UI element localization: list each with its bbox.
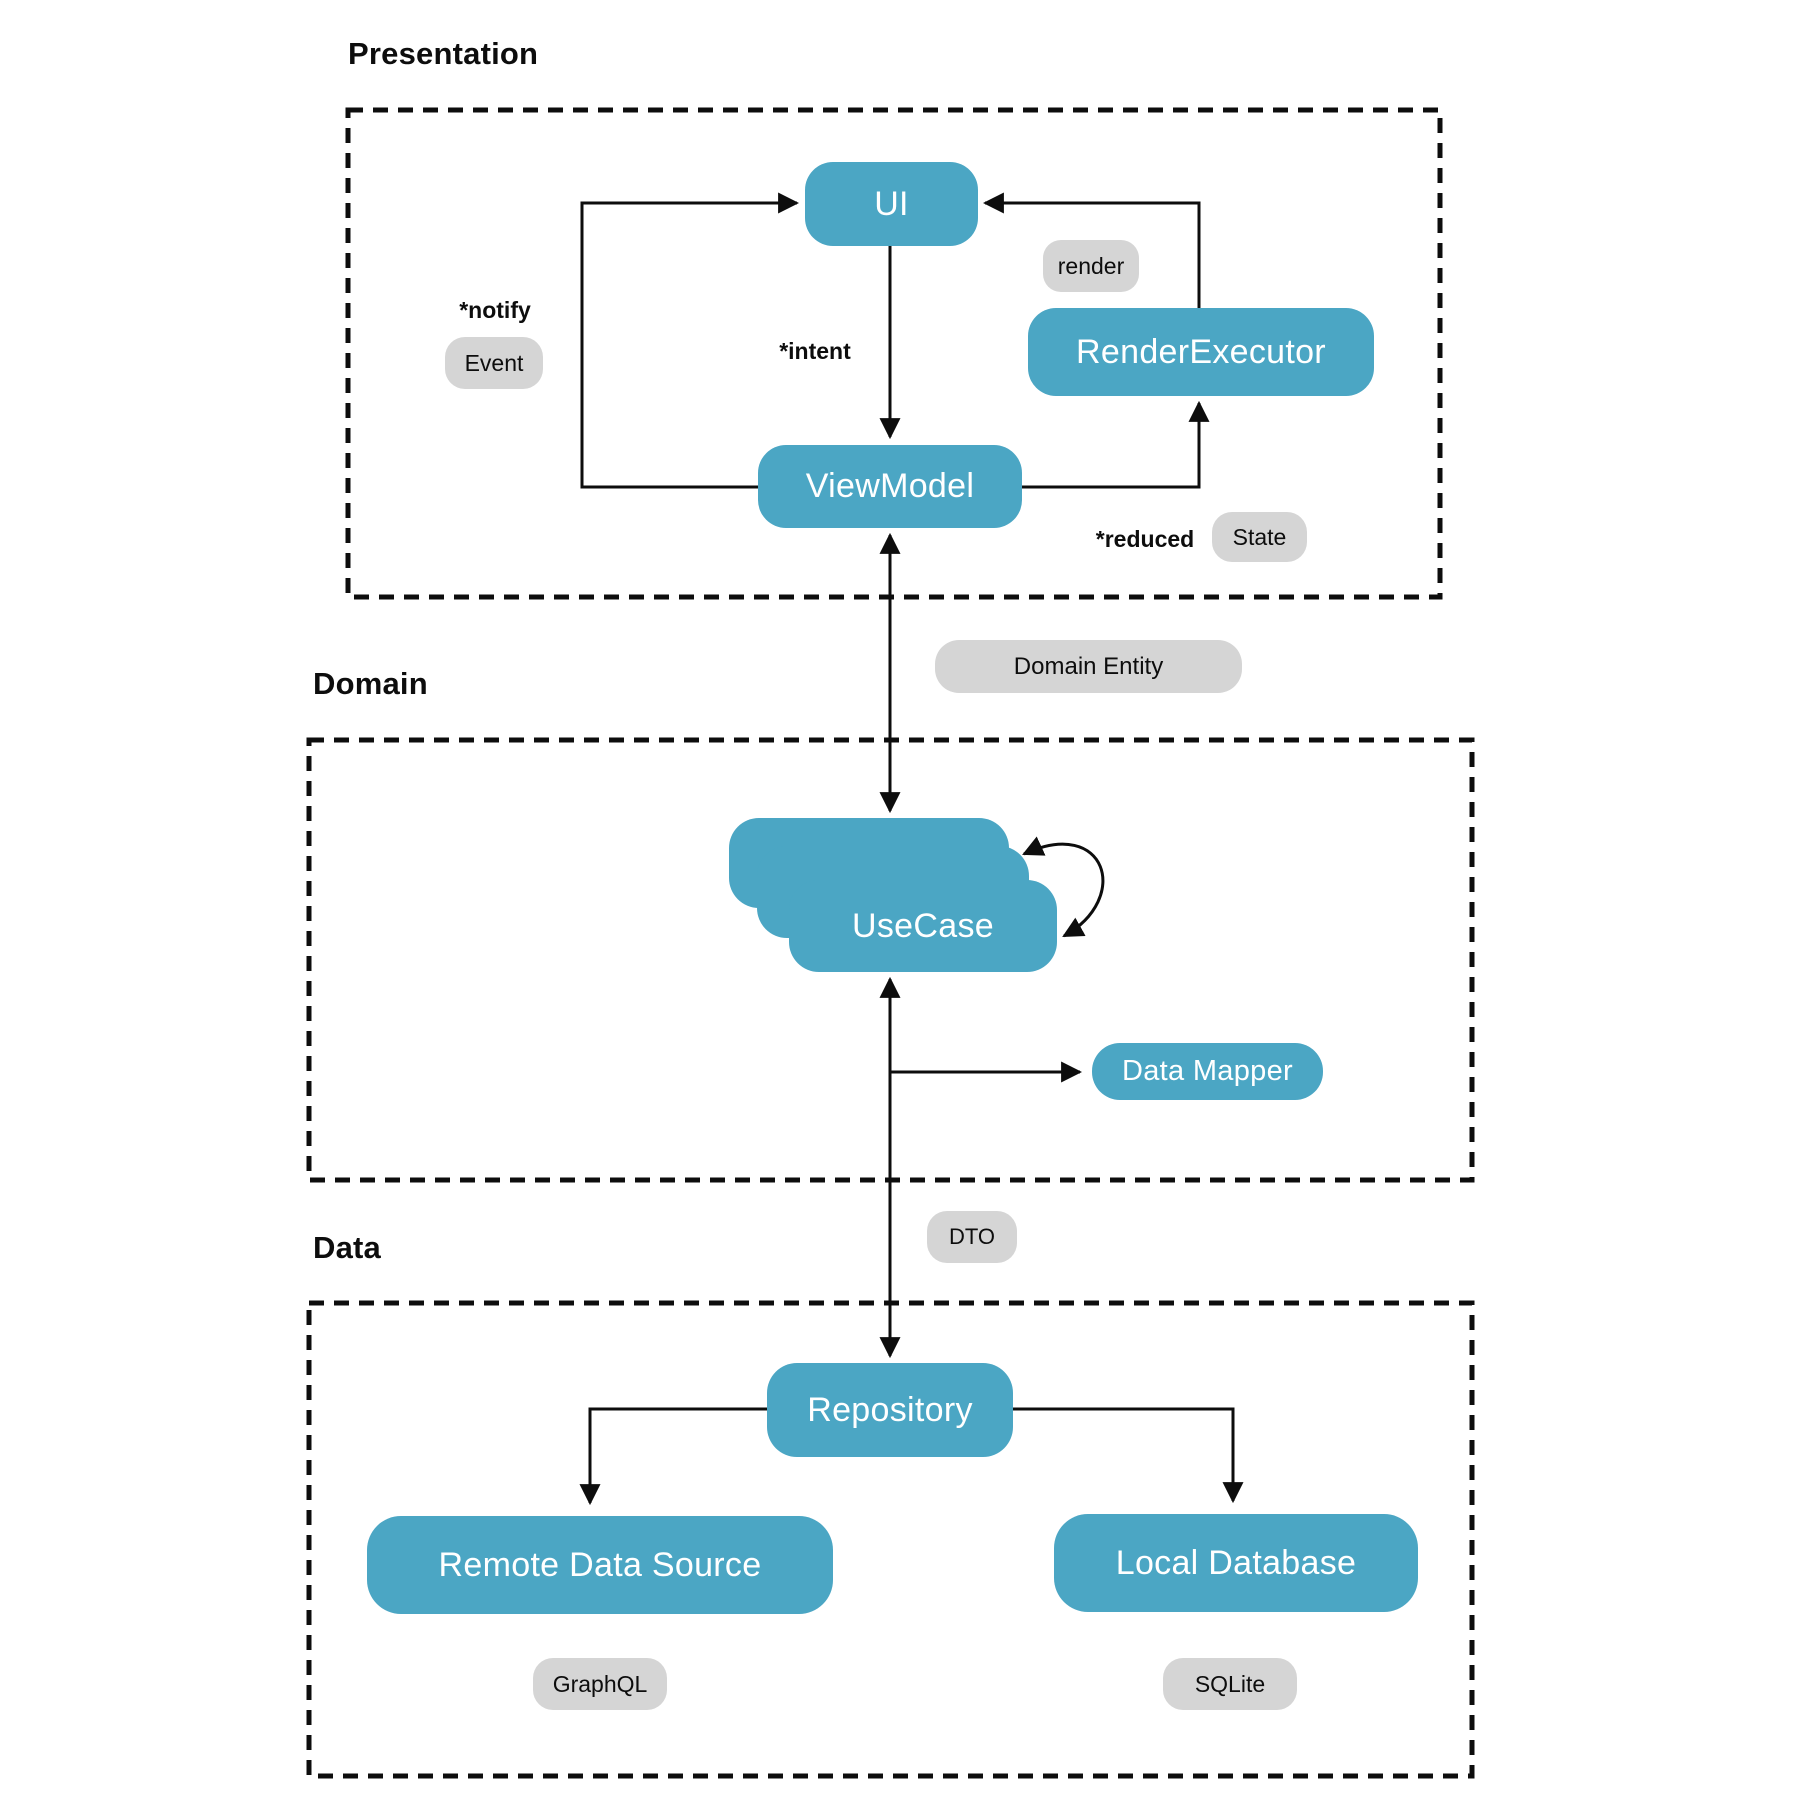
node-data-mapper: Data Mapper bbox=[1092, 1043, 1323, 1100]
edge-repository-to-remote-data-source bbox=[579, 1407, 767, 1506]
node-local-database: Local Database bbox=[1054, 1514, 1418, 1612]
tag-domain-entity: Domain Entity bbox=[935, 640, 1242, 693]
tag-graphql: GraphQL bbox=[533, 1658, 667, 1710]
data-layer-label: Data bbox=[313, 1230, 381, 1265]
edge-label-notify: *notify bbox=[459, 297, 531, 323]
tag-sqlite: SQLite bbox=[1163, 1658, 1297, 1710]
tag-render: render bbox=[1043, 240, 1139, 292]
tag-state: State bbox=[1212, 512, 1307, 562]
node-view-model: ViewModel bbox=[758, 445, 1022, 528]
node-render-executor: RenderExecutor bbox=[1028, 308, 1374, 396]
tag-event: Event bbox=[445, 337, 543, 389]
node-ui: UI bbox=[805, 162, 978, 246]
node-remote-data-source: Remote Data Source bbox=[367, 1516, 833, 1614]
edge-viewmodel-notify-ui bbox=[580, 192, 800, 489]
node-use-case: UseCase bbox=[789, 880, 1057, 972]
domain-layer-label: Domain bbox=[313, 666, 428, 701]
edge-label-intent: *intent bbox=[779, 338, 851, 364]
presentation-layer-label: Presentation bbox=[348, 36, 539, 71]
edge-label-reduced: *reduced bbox=[1095, 526, 1195, 552]
edge-repository-to-local-database bbox=[1013, 1407, 1244, 1504]
edge-usecase-self-loop bbox=[1022, 836, 1105, 938]
tag-dto: DTO bbox=[927, 1211, 1017, 1263]
node-repository: Repository bbox=[767, 1363, 1013, 1457]
edge-viewmodel-to-renderexecutor bbox=[1022, 400, 1210, 489]
edge-renderexecutor-render-ui bbox=[982, 192, 1201, 308]
